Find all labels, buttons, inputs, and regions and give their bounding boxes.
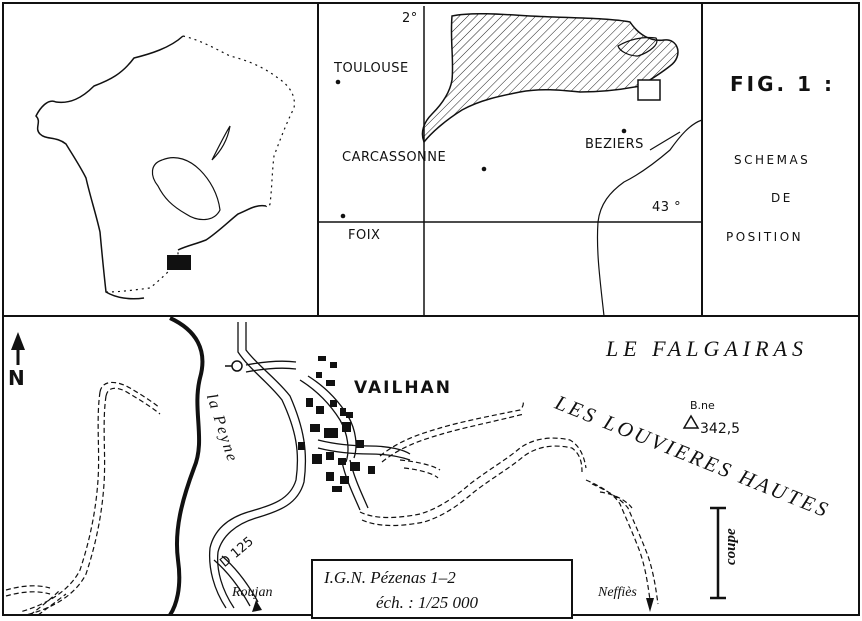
benchmark-value: 342,5 bbox=[700, 421, 741, 437]
figure-title: FIG. 1 : bbox=[730, 72, 835, 96]
france-river-inset bbox=[211, 125, 231, 161]
section-label-coupe: coupe bbox=[723, 528, 739, 565]
figure-subtitle-line3: POSITION bbox=[726, 230, 804, 244]
road-d125 bbox=[208, 322, 307, 609]
regional-coast-fragment bbox=[649, 131, 681, 151]
road-to-roujan bbox=[213, 555, 259, 607]
city-label-carcassonne: CARCASSONNE bbox=[342, 150, 447, 165]
massif-central-outline bbox=[151, 157, 221, 221]
benchmark-triangle-icon bbox=[682, 414, 700, 429]
regional-hatched-island bbox=[617, 36, 658, 57]
road-branch-north bbox=[245, 360, 297, 373]
river-peyne bbox=[168, 316, 205, 617]
dashed-track-southeast bbox=[359, 437, 587, 527]
longitude-label: 2° bbox=[402, 11, 418, 26]
map-source-line1: I.G.N. Pézenas 1–2 bbox=[324, 568, 456, 587]
city-dot-toulouse bbox=[335, 79, 341, 85]
regional-coastline bbox=[596, 119, 703, 317]
france-land-border bbox=[182, 35, 295, 208]
regional-study-box bbox=[637, 79, 661, 101]
dashed-track-west bbox=[99, 381, 161, 415]
dashed-track-southwest bbox=[5, 585, 51, 597]
figure-subtitle-line2: DE bbox=[771, 191, 793, 205]
map-source-box bbox=[311, 559, 573, 619]
dashed-track-southwest-2 bbox=[29, 589, 67, 616]
village-buildings bbox=[298, 356, 375, 492]
france-coast-mediterranean bbox=[177, 204, 267, 251]
figure-subtitle-line1: SCHEMAS bbox=[734, 153, 811, 167]
dashed-track-west-south bbox=[19, 391, 107, 616]
north-label: N bbox=[8, 366, 25, 390]
france-study-area-marker bbox=[167, 255, 191, 270]
town-label-neffies: Neffiès bbox=[598, 585, 637, 600]
latitude-label: 43 ° bbox=[652, 200, 682, 215]
arrow-roujan bbox=[252, 600, 262, 612]
section-marker bbox=[710, 506, 726, 600]
city-dot-foix bbox=[340, 213, 346, 219]
dashed-track-central bbox=[399, 459, 441, 479]
france-outline bbox=[35, 35, 184, 300]
city-label-foix: FOIX bbox=[348, 228, 381, 243]
city-label-beziers: BEZIERS bbox=[585, 137, 644, 152]
place-label-falgairas: LE FALGAIRAS bbox=[606, 336, 808, 361]
city-label-toulouse: TOULOUSE bbox=[334, 61, 409, 76]
arrow-neffies bbox=[646, 598, 654, 612]
north-arrow bbox=[11, 332, 25, 365]
road-end-symbol bbox=[225, 360, 243, 372]
dashed-track-neffies bbox=[585, 479, 659, 605]
city-dot-carcassonne bbox=[481, 166, 487, 172]
dashed-track-east-north bbox=[379, 399, 525, 463]
map-source-line2: éch. : 1/25 000 bbox=[376, 593, 478, 612]
town-label-roujan: Roujan bbox=[232, 585, 273, 600]
village-label: VAILHAN bbox=[354, 378, 452, 398]
city-dot-beziers bbox=[621, 128, 627, 134]
regional-hatched-area bbox=[421, 12, 679, 144]
benchmark-label: B.ne bbox=[690, 399, 715, 412]
